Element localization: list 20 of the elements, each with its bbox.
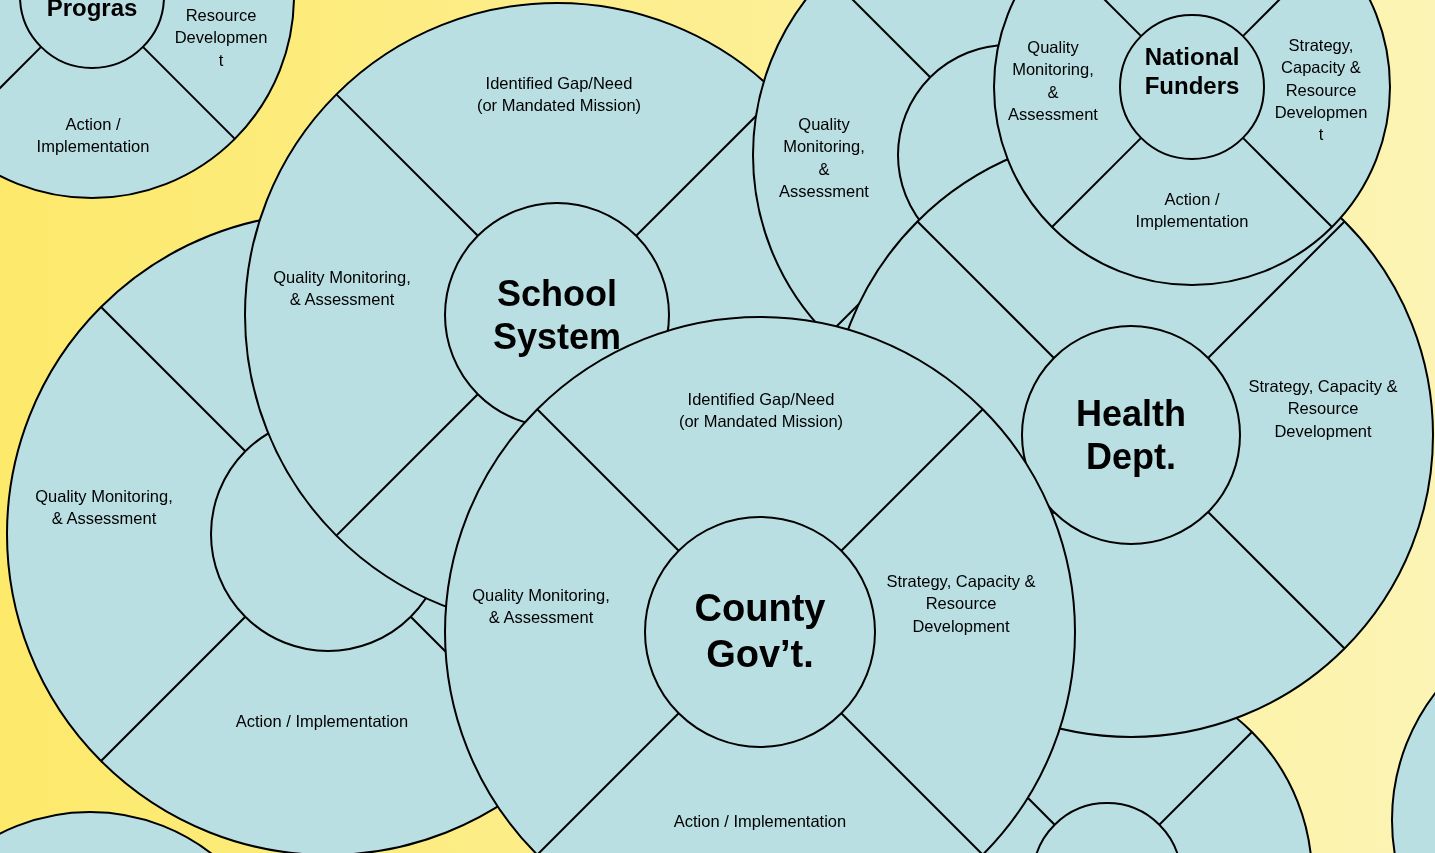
segment-label: Resource Developmen t <box>173 4 269 71</box>
segment-label: Identified Gap/Need (or Mandated Mission) <box>476 72 642 116</box>
hub-label: National Funders <box>1143 43 1241 101</box>
segment-label: Strategy, Capacity & Resource Developmen t <box>1273 35 1369 146</box>
segment-label: Action / Implementation <box>672 810 848 832</box>
segment-label: Identified Gap/Need (or Mandated Mission) <box>678 388 844 432</box>
segment-label: Strategy, Capacity & Resource Development <box>885 570 1037 637</box>
hub-label: School System <box>491 271 623 359</box>
segment-label: Action / Implementation <box>234 710 410 732</box>
segment-label: Quality Monitoring, & Assessment <box>471 584 611 628</box>
segment-label: Quality Monitoring, & Assessment <box>778 114 870 203</box>
segment-label: Action / Implementation <box>1134 188 1250 232</box>
segment-label: Quality Monitoring, & Assessment <box>272 266 412 310</box>
hub-label: Progras <box>45 0 139 23</box>
hub-label: County Gov’t. <box>693 586 827 677</box>
segment-label: Action / Implementation <box>35 113 151 157</box>
hub-label: Health Dept. <box>1075 391 1187 479</box>
segment-label: Quality Monitoring, & Assessment <box>34 485 174 529</box>
segment-label: Strategy, Capacity & Resource Development <box>1247 375 1399 442</box>
segment-label: Quality Monitoring, & Assessment <box>1007 37 1099 126</box>
